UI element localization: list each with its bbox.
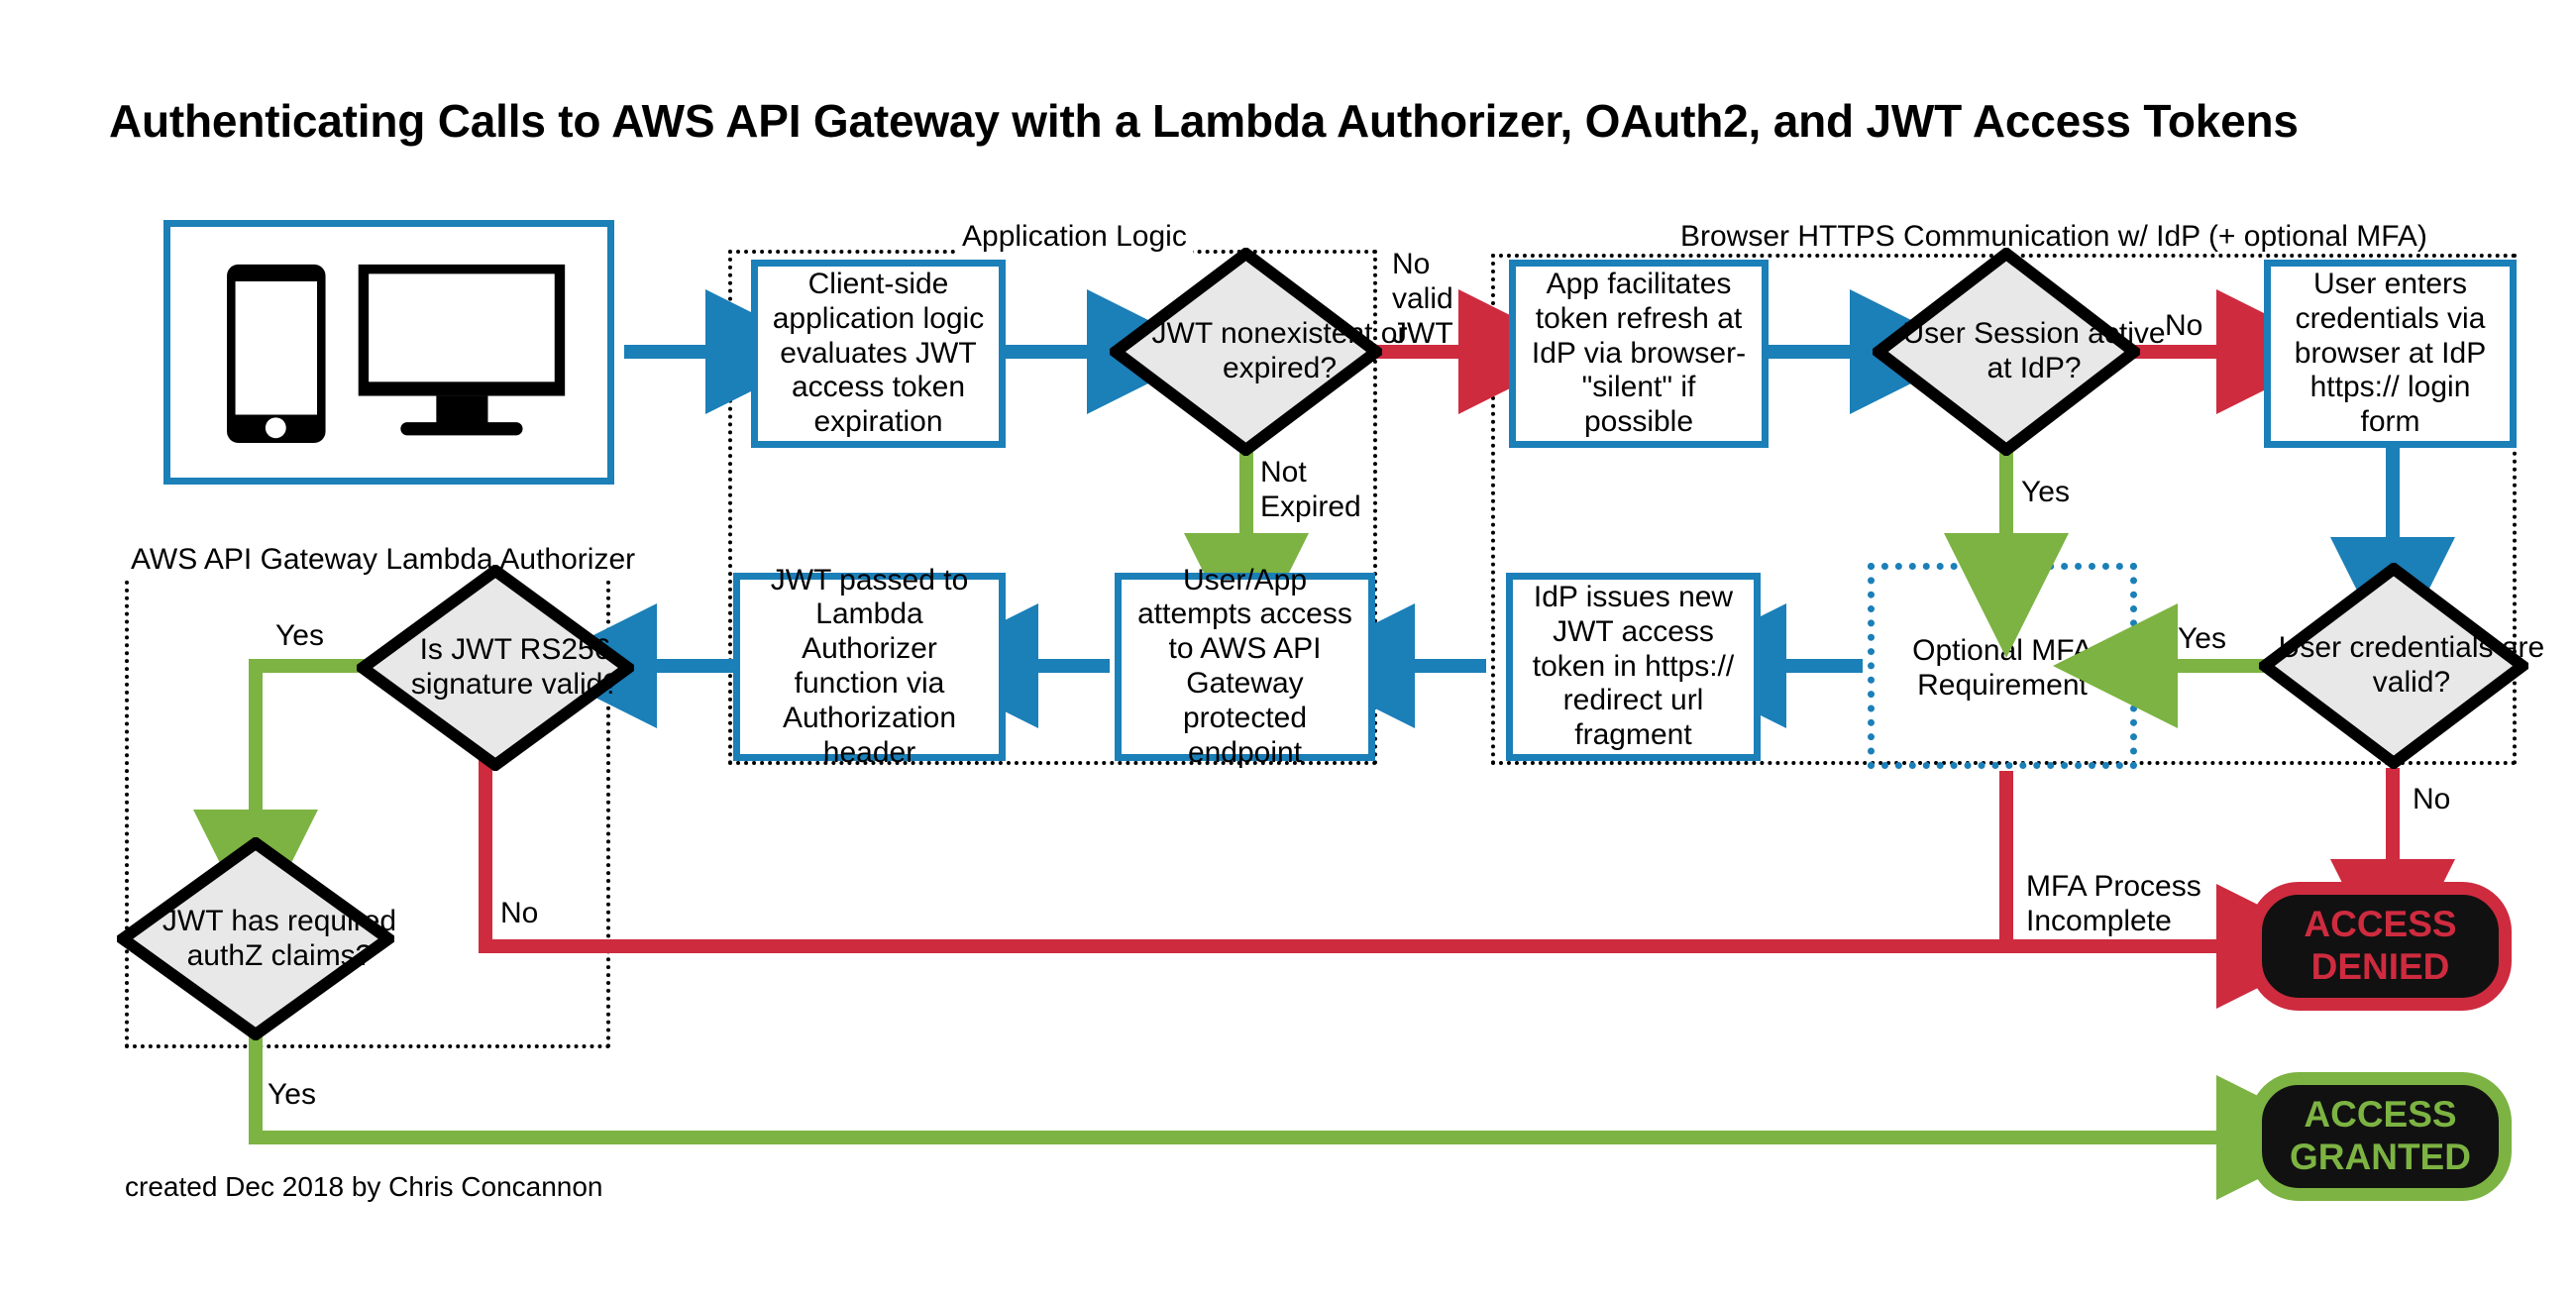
decision-rs256-signature-valid[interactable]: Is JWT RS256 signature valid?	[357, 565, 634, 771]
edge-label-rs256-yes: Yes	[275, 619, 324, 652]
edge-label-not-expired: Not Expired	[1260, 456, 1361, 523]
devices-icon	[227, 264, 566, 443]
box-jwt-passed-to-lambda[interactable]: JWT passed to Lambda Authorizer function…	[733, 564, 1006, 769]
edge-label-session-yes: Yes	[2021, 476, 2070, 508]
edge-label-creds-yes: Yes	[2178, 622, 2226, 655]
decision-authz-claims[interactable]: JWT has required authZ claims?	[117, 837, 396, 1040]
group-optional-mfa-label: Optional MFA Requirement	[1912, 634, 2093, 702]
box-user-app-attempts-access[interactable]: User/App attempts access to AWS API Gate…	[1115, 564, 1375, 769]
terminal-access-granted[interactable]: ACCESS GRANTED	[2249, 1072, 2512, 1201]
credit-text: created Dec 2018 by Chris Concannon	[125, 1171, 603, 1202]
edge-label-mfa-incomplete: MFA Process Incomplete	[2026, 870, 2201, 937]
box-idp-issues-token[interactable]: IdP issues new JWT access token in https…	[1506, 573, 1761, 761]
edge-label-creds-no: No	[2413, 783, 2451, 815]
terminal-access-denied[interactable]: ACCESS DENIED	[2249, 882, 2512, 1011]
decision-user-credentials-valid[interactable]: User credentials are valid?	[2259, 563, 2544, 769]
box-client-side-logic[interactable]: Client-side application logic evaluates …	[751, 260, 1006, 448]
group-lambda-authorizer-label: AWS API Gateway Lambda Authorizer	[125, 543, 642, 577]
decision-jwt-expired[interactable]: JWT nonexistent or expired?	[1110, 248, 1407, 456]
edge-label-claims-yes: Yes	[268, 1078, 316, 1111]
edge-label-session-no: No	[2165, 309, 2203, 342]
decision-user-session-active[interactable]: User Session active at IdP?	[1873, 248, 2166, 456]
edge-label-rs256-no: No	[500, 897, 539, 929]
page-title: Authenticating Calls to AWS API Gateway …	[109, 95, 2299, 147]
group-application-logic-label: Application Logic	[956, 220, 1193, 254]
edge-label-no-valid-jwt: No valid JWT	[1392, 248, 1453, 350]
group-browser-https-label: Browser HTTPS Communication w/ IdP (+ op…	[1674, 220, 2433, 254]
box-app-token-refresh[interactable]: App facilitates token refresh at IdP via…	[1509, 260, 1769, 448]
client-devices-box	[163, 220, 614, 485]
box-user-enters-credentials[interactable]: User enters credentials via browser at I…	[2264, 260, 2517, 448]
